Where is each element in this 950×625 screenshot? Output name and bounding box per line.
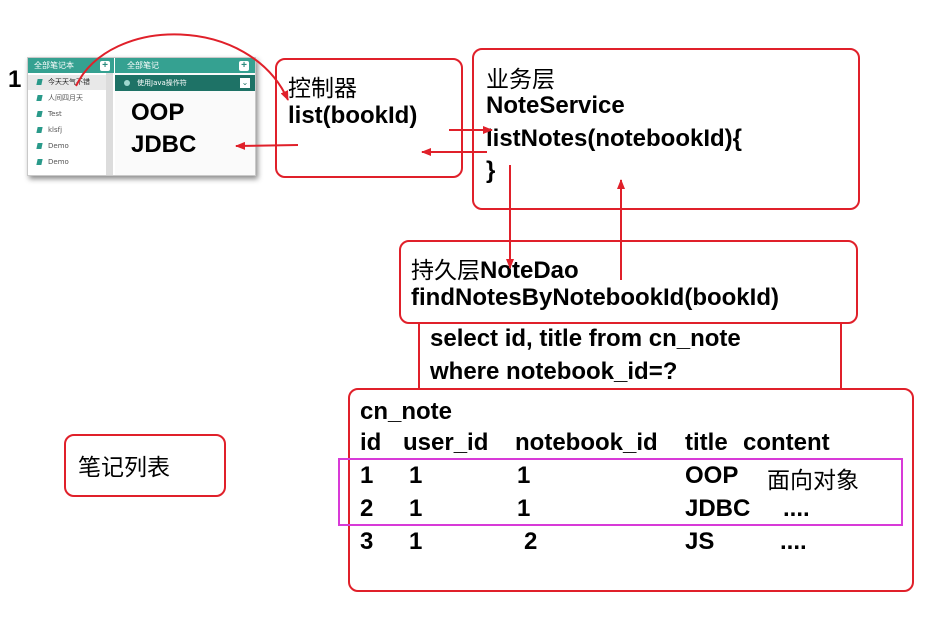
step-number: 1	[8, 66, 22, 93]
table-cell: 2	[360, 495, 374, 522]
notebook-panel-title: 全部笔记本	[34, 61, 74, 70]
table-cell: 2	[524, 528, 538, 555]
note-list-label: 笔记列表	[78, 455, 170, 481]
note-item[interactable]: 使用Java操作符 ⌄	[115, 75, 255, 91]
service-closing-brace: }	[486, 157, 496, 184]
table-cell: 3	[360, 528, 374, 555]
dao-box	[399, 240, 858, 324]
notebook-scrollbar[interactable]	[106, 73, 113, 175]
notebook-item[interactable]: 今天天气不错	[28, 75, 106, 90]
table-cell: 1	[517, 462, 531, 489]
note-panel-header: 全部笔记	[115, 58, 255, 73]
service-title: 业务层	[486, 67, 555, 93]
table-header-title: title	[685, 429, 728, 456]
controller-title: 控制器	[288, 76, 357, 102]
table-cell: 1	[360, 462, 374, 489]
dao-method: findNotesByNotebookId(bookId)	[411, 284, 779, 311]
click-to-controller-arrow	[75, 33, 289, 101]
dao-title: 持久层NoteDao	[411, 251, 579, 285]
sql-line-2: where notebook_id=?	[430, 358, 678, 385]
table-header-content: content	[743, 429, 830, 456]
notebook-ui-screenshot: 全部笔记本 + 今天天气不错 人间四月天 Test klsfj Demo Dem…	[27, 57, 256, 176]
service-method: listNotes(notebookId){	[486, 125, 742, 152]
chevron-down-icon[interactable]: ⌄	[240, 78, 250, 88]
note-list-box	[64, 434, 226, 497]
notebook-item[interactable]: 人间四月天	[28, 91, 106, 106]
table-cell: ....	[783, 495, 810, 522]
dao-title-en: NoteDao	[480, 257, 579, 284]
table-cell: JS	[685, 528, 715, 555]
controller-method: list(bookId)	[288, 102, 418, 129]
note-panel: 全部笔记 + 使用Java操作符 ⌄	[115, 58, 255, 175]
table-cell: ....	[780, 528, 807, 555]
notebook-item[interactable]: Demo	[28, 139, 106, 154]
table-cell: 1	[409, 528, 423, 555]
table-cell: 1	[517, 495, 531, 522]
notebook-item[interactable]: Demo	[28, 155, 106, 170]
notebook-item[interactable]: klsfj	[28, 123, 106, 138]
table-header-id: id	[360, 429, 382, 456]
add-note-button[interactable]: +	[239, 61, 249, 71]
table-box	[348, 388, 914, 592]
notebook-item[interactable]: Test	[28, 107, 106, 122]
note-panel-title: 全部笔记	[127, 61, 159, 70]
sql-line-1: select id, title from cn_note	[430, 325, 741, 352]
controller-to-ui-arrow	[235, 141, 299, 150]
note-title-jdbc: JDBC	[131, 131, 197, 158]
table-cell: 1	[409, 495, 423, 522]
add-notebook-button[interactable]: +	[100, 61, 110, 71]
controller-box	[275, 58, 463, 178]
table-header-notebook-id: notebook_id	[515, 429, 658, 456]
table-cell: OOP	[685, 462, 739, 489]
table-cell: 1	[409, 462, 423, 489]
note-icon	[124, 80, 130, 86]
table-header-user-id: user_id	[403, 429, 489, 456]
selected-rows-highlight	[338, 458, 903, 526]
note-title-oop: OOP	[131, 99, 185, 126]
table-name: cn_note	[360, 398, 453, 425]
service-class-name: NoteService	[486, 92, 625, 119]
notebook-panel: 全部笔记本 + 今天天气不错 人间四月天 Test klsfj Demo Dem…	[28, 58, 114, 175]
table-cell: JDBC	[685, 495, 751, 522]
table-cell: 面向对象	[767, 468, 859, 494]
dao-title-cn: 持久层	[411, 258, 480, 284]
notebook-panel-header: 全部笔记本	[28, 58, 114, 73]
